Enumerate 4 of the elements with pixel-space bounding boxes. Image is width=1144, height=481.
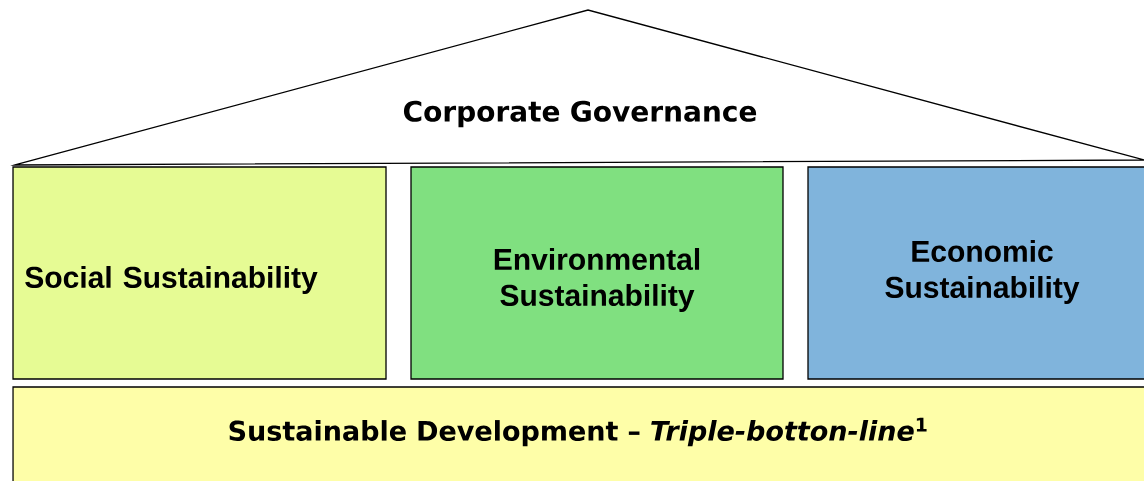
- foundation-box: Sustainable Development – Triple-botton-line$^{1}$: [12, 386, 1144, 481]
- pillar-box: Social Sustainability: [12, 166, 387, 380]
- pillar-box: Environmental Sustainability: [410, 166, 784, 380]
- pillar-box: Economic Sustainability: [807, 166, 1144, 380]
